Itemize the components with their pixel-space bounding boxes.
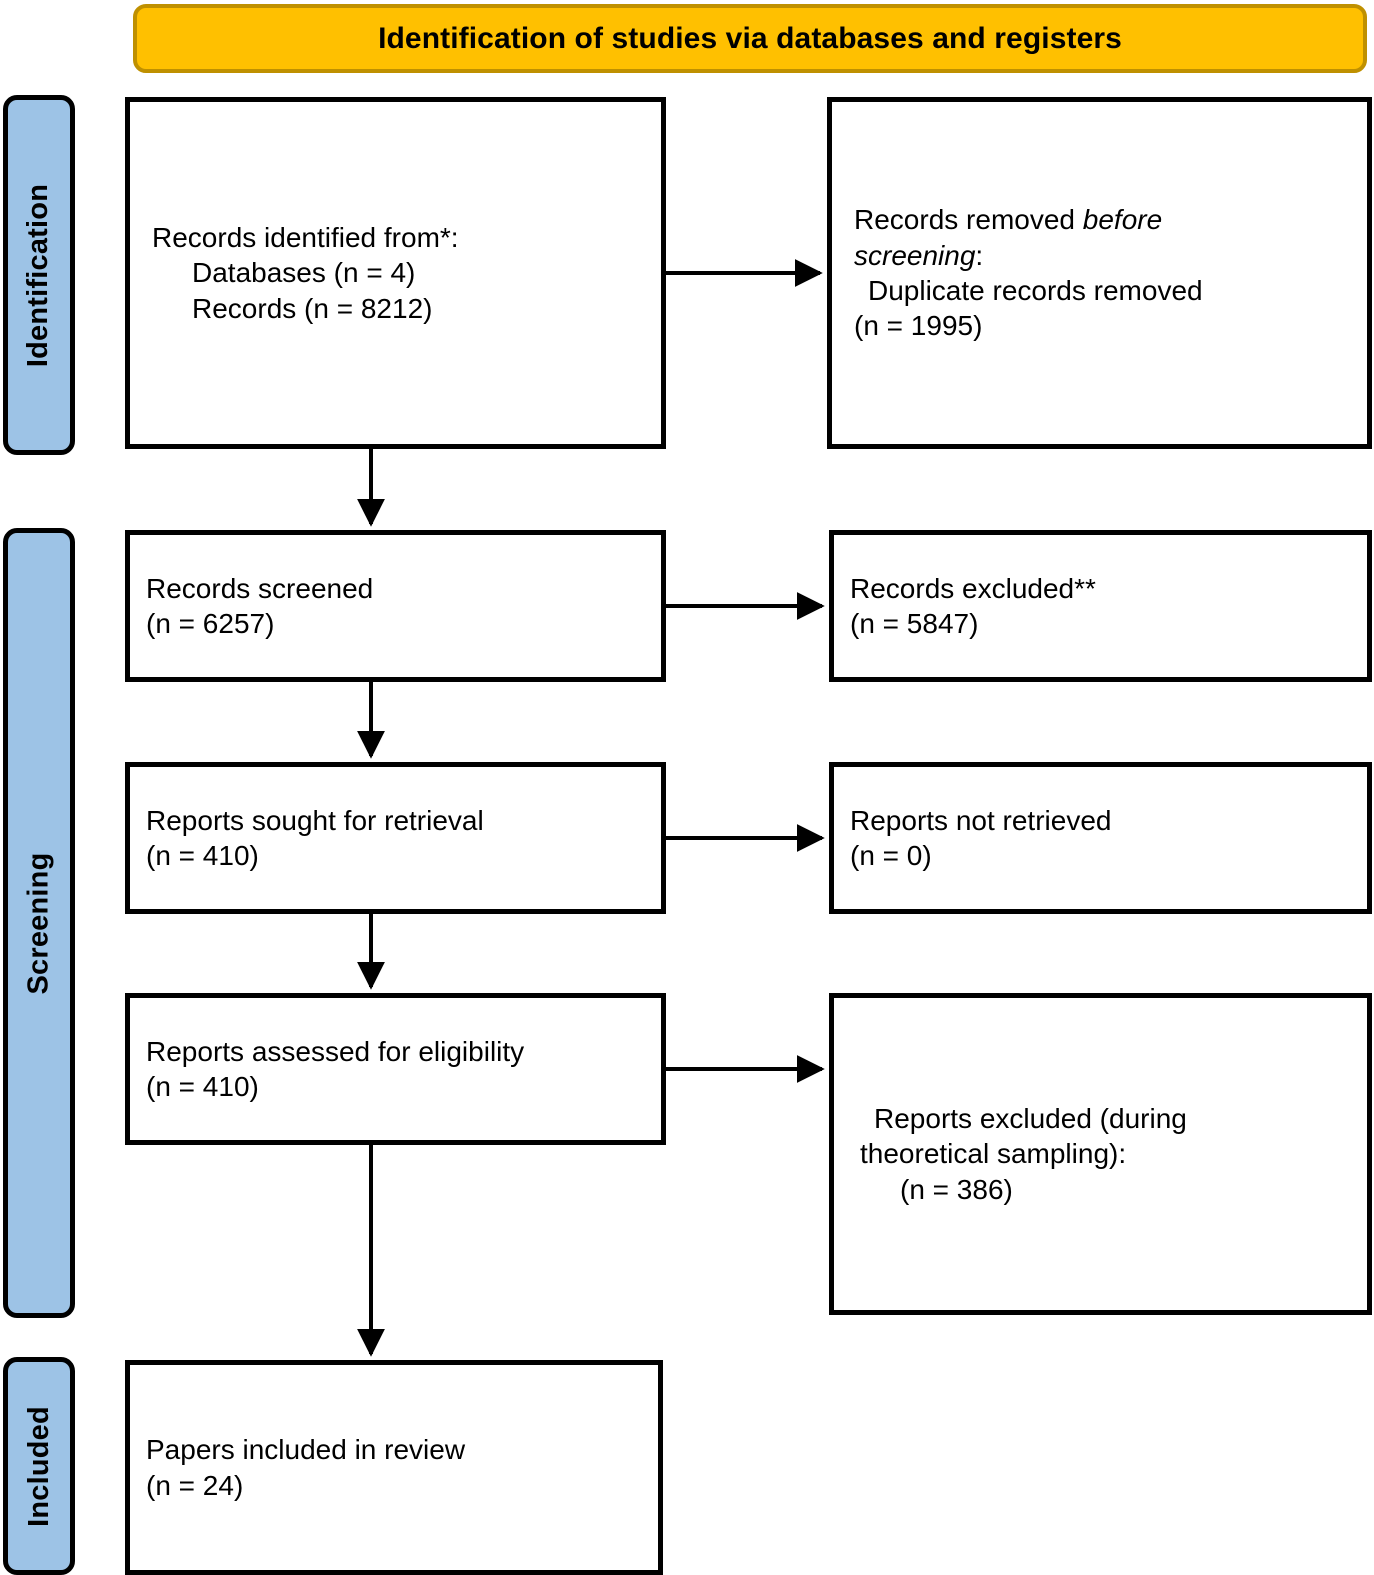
records-screened-line-1: Records screened [146, 572, 374, 604]
reports-excluded-sampling-line-3: (n = 386) [900, 1173, 1013, 1205]
records-excluded-line-2: (n = 5847) [850, 608, 979, 639]
reports-not-retrieved-line-1: Reports not retrieved [850, 804, 1112, 836]
reports-excluded-sampling-line-2: theoretical sampling): [860, 1138, 1127, 1170]
node-records-removed-before-screening: Records removed before screening: Duplic… [827, 97, 1372, 449]
records-removed-line-1-italic: before [1082, 204, 1163, 236]
reports-assessed-line-2: (n = 410) [146, 1071, 259, 1102]
node-reports-excluded-sampling-text: Reports excluded (during theoretical sam… [834, 1101, 1367, 1207]
stage-label-screening: Screening [3, 528, 75, 1318]
records-identified-line-3: Records (n = 8212) [192, 292, 433, 324]
papers-included-line-2: (n = 24) [146, 1469, 244, 1501]
node-reports-not-retrieved-text: Reports not retrieved (n = 0) [834, 803, 1367, 874]
node-records-identified-text: Records identified from*: Databases (n =… [130, 220, 661, 326]
reports-assessed-line-1: Reports assessed for eligibility [146, 1035, 525, 1067]
diagram-title: Identification of studies via databases … [378, 22, 1122, 55]
stage-label-included-text: Included [22, 1405, 55, 1527]
records-screened-line-2: (n = 6257) [146, 608, 275, 639]
node-records-excluded-text: Records excluded** (n = 5847) [834, 571, 1367, 642]
papers-included-line-1: Papers included in review [146, 1434, 466, 1466]
node-reports-sought-text: Reports sought for retrieval (n = 410) [130, 803, 661, 874]
reports-sought-line-2: (n = 410) [146, 840, 259, 871]
records-removed-line-1-plain: Records removed [854, 204, 1083, 236]
node-reports-excluded-sampling: Reports excluded (during theoretical sam… [829, 993, 1372, 1315]
records-identified-line-2: Databases (n = 4) [192, 257, 416, 289]
node-records-removed-text: Records removed before screening: Duplic… [832, 202, 1367, 343]
reports-sought-line-1: Reports sought for retrieval [146, 804, 484, 836]
node-reports-not-retrieved: Reports not retrieved (n = 0) [829, 762, 1372, 914]
reports-excluded-sampling-line-1: Reports excluded (during [874, 1103, 1187, 1135]
node-papers-included-text: Papers included in review (n = 24) [130, 1432, 658, 1503]
records-removed-line-2: screening: [854, 238, 1345, 273]
node-reports-assessed: Reports assessed for eligibility (n = 41… [125, 993, 666, 1145]
records-removed-line-3: Duplicate records removed [868, 275, 1203, 306]
node-reports-assessed-text: Reports assessed for eligibility (n = 41… [130, 1034, 661, 1105]
node-records-screened-text: Records screened (n = 6257) [130, 571, 661, 642]
records-removed-line-2-italic: screening [854, 239, 976, 271]
node-records-screened: Records screened (n = 6257) [125, 530, 666, 682]
stage-label-identification-text: Identification [22, 183, 55, 367]
node-records-excluded: Records excluded** (n = 5847) [829, 530, 1372, 682]
node-reports-sought: Reports sought for retrieval (n = 410) [125, 762, 666, 914]
records-excluded-line-1: Records excluded** [850, 572, 1096, 604]
node-papers-included: Papers included in review (n = 24) [125, 1360, 663, 1575]
stage-label-screening-text: Screening [22, 851, 55, 995]
records-removed-line-1: Records removed before [854, 202, 1345, 237]
stage-label-identification: Identification [3, 95, 75, 455]
diagram-header-banner: Identification of studies via databases … [133, 4, 1367, 73]
records-removed-line-2-colon: : [975, 239, 984, 271]
node-records-identified: Records identified from*: Databases (n =… [125, 97, 666, 449]
reports-not-retrieved-line-2: (n = 0) [850, 840, 932, 871]
records-identified-line-1: Records identified from*: [152, 222, 459, 254]
stage-label-included: Included [3, 1357, 75, 1575]
records-removed-line-4: (n = 1995) [854, 310, 983, 342]
